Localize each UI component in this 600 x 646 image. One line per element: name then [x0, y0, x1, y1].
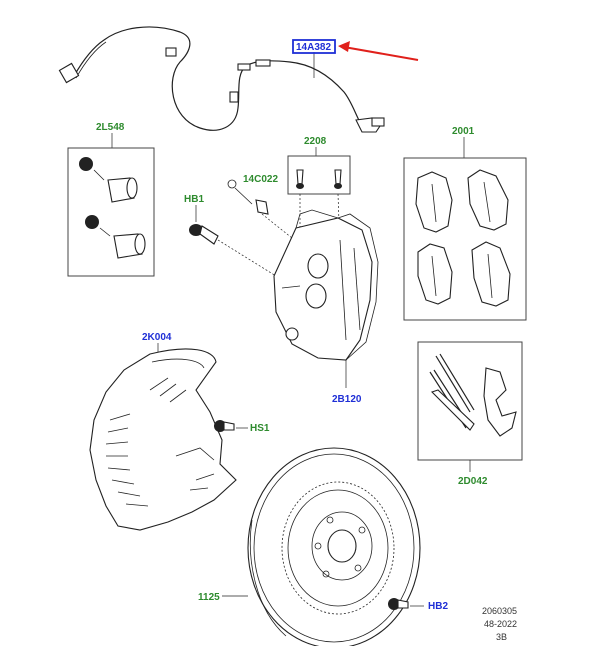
kit-box	[417, 341, 523, 461]
label-2l548: 2L548	[96, 122, 125, 133]
label-14a382: 14A382	[296, 42, 331, 53]
bolt-hs1: HS1	[214, 420, 270, 434]
kit-box	[403, 157, 527, 321]
ref-rev: 3B	[496, 632, 507, 642]
sensor-connector	[58, 62, 80, 84]
ref-date: 48-2022	[484, 619, 517, 629]
label-2208: 2208	[304, 136, 327, 147]
hardware-2d042: 2D042	[417, 341, 523, 487]
brake-pads-2001: 2001	[403, 126, 527, 321]
cable-clip	[229, 91, 239, 103]
cable-clip	[255, 59, 271, 67]
reference-block: 2060305 48-2022 3B	[482, 606, 517, 642]
label-2d042: 2D042	[458, 476, 488, 487]
label-2001: 2001	[452, 126, 475, 137]
sensor-callout: 14A382	[292, 39, 419, 78]
red-arrowhead	[338, 41, 350, 52]
label-2k004: 2K004	[142, 332, 172, 343]
cable-clip	[237, 63, 251, 71]
highlight-box	[292, 39, 336, 54]
cable-clip	[165, 47, 177, 57]
label-2b120: 2B120	[332, 394, 362, 405]
label-hb2: HB2	[428, 601, 448, 612]
label-1125: 1125	[198, 592, 220, 603]
wear-sensor-cable	[58, 26, 385, 133]
caliper: 2B120	[273, 209, 379, 405]
kit-box	[287, 155, 351, 195]
bolt-hb1: HB1	[184, 194, 277, 277]
kit-2l548: 2L548	[67, 122, 155, 277]
sensor-probe-tip	[371, 117, 385, 127]
bolt-14c022: 14C022	[227, 174, 293, 239]
kit-box	[67, 147, 155, 277]
screw-hb2: HB2	[388, 598, 448, 612]
brake-disc-1125: 1125	[198, 447, 421, 646]
ref-code: 2060305	[482, 606, 517, 616]
splash-shield-2k004: 2K004	[89, 332, 237, 531]
red-arrow	[343, 46, 419, 61]
label-hs1: HS1	[250, 423, 270, 434]
label-hb1: HB1	[184, 194, 204, 205]
label-14c022: 14C022	[243, 174, 278, 185]
